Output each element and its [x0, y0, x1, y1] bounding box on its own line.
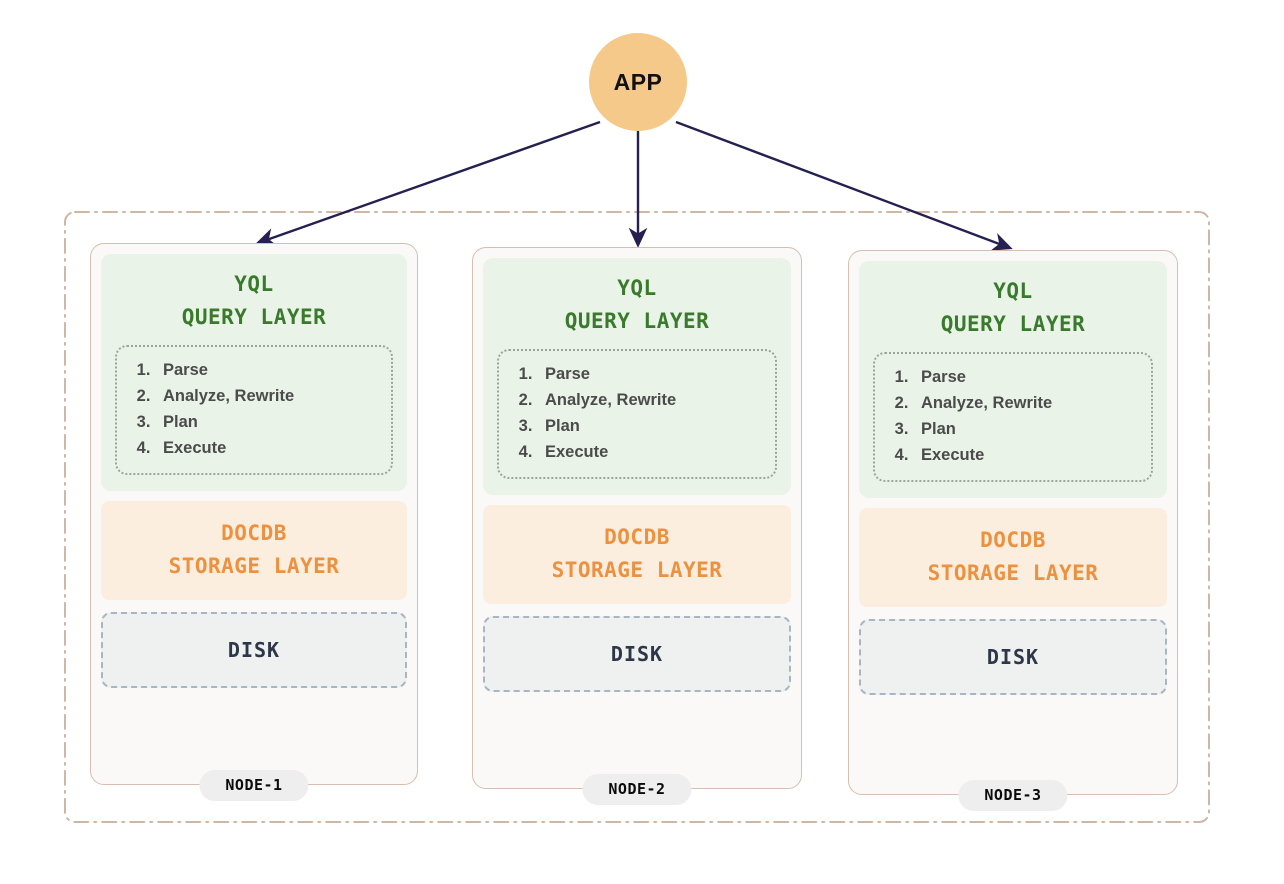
disk-label-2: DISK [610, 642, 664, 667]
node-card-1[interactable]: YQL QUERY LAYER Parse Analyze, Rewrite P… [90, 243, 418, 801]
query-step-item: Execute [913, 442, 1139, 468]
query-step-item: Plan [537, 413, 763, 439]
node-badge-label-3: NODE-3 [984, 786, 1042, 804]
query-step-item: Analyze, Rewrite [155, 383, 379, 409]
node-card-2[interactable]: YQL QUERY LAYER Parse Analyze, Rewrite P… [472, 247, 802, 805]
node-badge-label-1: NODE-1 [225, 776, 283, 794]
query-step-item: Parse [155, 357, 379, 383]
query-step-item: Parse [537, 361, 763, 387]
query-step-item: Analyze, Rewrite [913, 390, 1139, 416]
query-step-item: Execute [155, 435, 379, 461]
node-badge-2: NODE-2 [582, 774, 692, 805]
disk-label-3: DISK [986, 645, 1040, 670]
query-steps-list-3: Parse Analyze, Rewrite Plan Execute [879, 364, 1139, 468]
app-label: APP [613, 68, 663, 95]
query-step-item: Plan [155, 409, 379, 435]
query-step-item: Execute [537, 439, 763, 465]
query-steps-list-2: Parse Analyze, Rewrite Plan Execute [503, 361, 763, 465]
node-card-3[interactable]: YQL QUERY LAYER Parse Analyze, Rewrite P… [848, 250, 1178, 811]
query-steps-box-3: Parse Analyze, Rewrite Plan Execute [873, 352, 1153, 483]
docdb-title-2: DOCDB STORAGE LAYER [551, 525, 723, 582]
yql-title-2: YQL QUERY LAYER [564, 276, 710, 333]
docdb-storage-layer-1: DOCDB STORAGE LAYER [101, 501, 407, 601]
yql-query-layer-2: YQL QUERY LAYER Parse Analyze, Rewrite P… [483, 258, 791, 496]
yql-query-layer-1: YQL QUERY LAYER Parse Analyze, Rewrite P… [101, 254, 407, 492]
node-badge-1: NODE-1 [199, 770, 309, 801]
docdb-storage-layer-2: DOCDB STORAGE LAYER [483, 505, 791, 605]
node-badge-label-2: NODE-2 [608, 780, 666, 798]
app-node[interactable]: APP [589, 33, 687, 131]
yql-query-layer-3: YQL QUERY LAYER Parse Analyze, Rewrite P… [859, 261, 1167, 499]
node-badge-3: NODE-3 [958, 780, 1068, 811]
query-steps-box-1: Parse Analyze, Rewrite Plan Execute [115, 345, 393, 476]
yql-title-1: YQL QUERY LAYER [181, 272, 327, 329]
query-steps-list-1: Parse Analyze, Rewrite Plan Execute [121, 357, 379, 461]
query-step-item: Parse [913, 364, 1139, 390]
docdb-title-3: DOCDB STORAGE LAYER [927, 528, 1099, 585]
query-steps-box-2: Parse Analyze, Rewrite Plan Execute [497, 349, 777, 480]
docdb-title-1: DOCDB STORAGE LAYER [168, 521, 340, 578]
disk-label-1: DISK [227, 638, 281, 663]
disk-block-1: DISK [101, 612, 407, 689]
docdb-storage-layer-3: DOCDB STORAGE LAYER [859, 508, 1167, 608]
yql-title-3: YQL QUERY LAYER [940, 279, 1086, 336]
query-step-item: Plan [913, 416, 1139, 442]
disk-block-2: DISK [483, 616, 791, 693]
query-step-item: Analyze, Rewrite [537, 387, 763, 413]
disk-block-3: DISK [859, 619, 1167, 696]
